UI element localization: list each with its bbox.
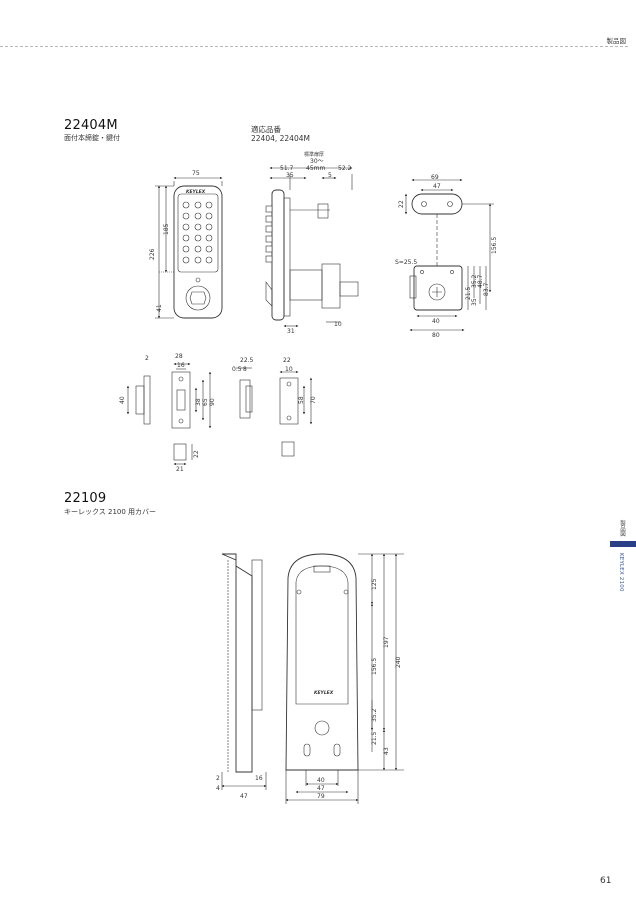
compat-list: 22404, 22404M — [251, 134, 310, 143]
dim-22109-240: 240 — [395, 656, 402, 668]
side-view-22404m — [265, 166, 359, 328]
keylex-logo-1: KEYLEX — [186, 189, 206, 195]
dim-door-max: 45mm — [306, 165, 325, 172]
dim-back-80: 80 — [432, 332, 440, 339]
dim-box-21: 21 — [176, 466, 184, 473]
dim-strike-2: 2 — [145, 355, 149, 362]
front-view-22109 — [285, 553, 404, 804]
back-view-22404m — [409, 265, 487, 332]
product1-model: 22404M — [64, 118, 118, 133]
dim-plate-70: 70 — [310, 396, 317, 404]
dim-22109-side-2: 2 — [216, 775, 220, 782]
dim-side-5: 5 — [328, 172, 332, 179]
keylex-logo-2: KEYLEX — [314, 690, 334, 696]
dim-22109-35-2: 35.2 — [371, 708, 378, 722]
sidebar-product: KEYLEX 2100 — [618, 553, 624, 592]
product1-description: 面付本締錠・鍵付 — [64, 134, 120, 142]
dim-strike-28: 28 — [175, 353, 183, 360]
dim-back-48-7: 48.7 — [477, 274, 484, 288]
dim-front-bottom: 41 — [156, 304, 163, 312]
dim-box-22: 22 — [193, 450, 200, 458]
dim-back-35-2: 35.2 — [471, 274, 478, 288]
dim-back-40: 40 — [432, 318, 440, 325]
dim-back-35: 35 — [471, 298, 478, 306]
dim-plate-22-5: 22.5 — [240, 357, 254, 364]
dim-22109-125: 125 — [371, 578, 378, 590]
dim-top-22: 22 — [398, 200, 405, 208]
dim-door-thickness-label: 標準扉厚 — [304, 151, 324, 158]
dim-top-156-5: 156.5 — [491, 237, 498, 254]
dim-22109-43: 43 — [383, 747, 390, 755]
sidebar-tab-marker — [610, 541, 636, 547]
product2-description: キーレックス 2100 用カバー — [64, 508, 157, 516]
dim-back-83-7: 83.7 — [483, 282, 490, 296]
dim-22109-side-47: 47 — [240, 793, 248, 800]
strike-parts — [126, 362, 313, 466]
dim-plate-58: 58 — [298, 396, 305, 404]
dim-strike-90: 90 — [209, 398, 216, 406]
sidebar-category: 製品図 — [619, 520, 625, 537]
dim-strike-40: 40 — [119, 396, 126, 404]
dim-back-s: S=25.5 — [395, 259, 417, 266]
header-rule — [0, 46, 628, 47]
dim-plate-10: 10 — [285, 366, 293, 373]
dim-22109-47: 47 — [317, 785, 325, 792]
dim-front-keypad-height: 185 — [163, 223, 170, 235]
dim-door-range: 30〜 — [310, 158, 324, 165]
page-number: 61 — [600, 876, 612, 886]
dim-front-width: 75 — [192, 170, 200, 177]
front-view-22404m — [155, 176, 223, 319]
dim-22109-79: 79 — [317, 793, 325, 800]
dim-plate-0-5: 0.5 — [232, 366, 242, 373]
dim-side-52-2: 52.2 — [338, 165, 352, 172]
dim-strike-38: 38 — [195, 398, 202, 406]
product2-model: 22109 — [64, 491, 107, 506]
dim-strike-16: 16 — [177, 362, 185, 369]
dim-side-10: 10 — [334, 321, 342, 328]
compat-title: 適応品番 — [251, 125, 281, 134]
dim-22109-40: 40 — [317, 777, 325, 784]
dim-22109-side-16: 16 — [255, 775, 263, 782]
dim-22109-156-5: 156.5 — [371, 658, 378, 675]
dim-plate-8: 8 — [243, 366, 247, 373]
dim-front-total-height: 226 — [149, 248, 156, 260]
keypad-buttons — [182, 201, 213, 264]
top-view-22404m — [404, 178, 494, 293]
dim-side-51-7: 51.7 — [280, 165, 294, 172]
dim-strike-65: 65 — [202, 398, 209, 406]
section-label: 製品図 — [606, 37, 627, 45]
dim-plate-22: 22 — [283, 357, 291, 364]
dim-side-31: 31 — [287, 328, 295, 335]
dim-top-47: 47 — [433, 183, 441, 190]
dim-side-35: 35 — [286, 172, 294, 179]
dim-top-69: 69 — [431, 174, 439, 181]
dim-22109-21-5: 21.5 — [371, 731, 378, 745]
dim-22109-197: 197 — [383, 636, 390, 648]
side-view-22109 — [221, 553, 267, 790]
dim-22109-side-4: 4 — [216, 785, 220, 792]
dim-back-21-5: 21.5 — [465, 286, 472, 300]
